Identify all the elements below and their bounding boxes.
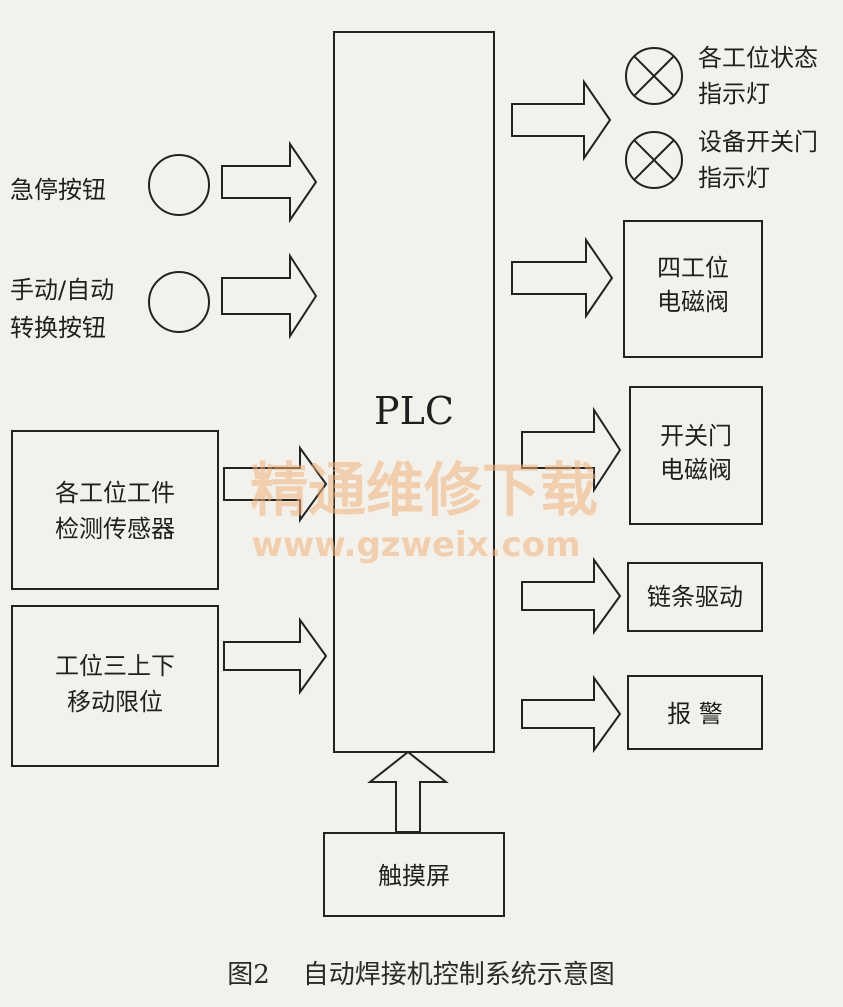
alarm-label: 报 警: [667, 700, 723, 728]
limit-label-line2: 移动限位: [67, 688, 163, 716]
plc-label: PLC: [374, 389, 454, 433]
station-lamp-label-line1: 各工位状态: [698, 44, 818, 72]
emergency-stop-button-symbol: [148, 154, 210, 216]
four-station-valve-arrow: [511, 236, 614, 320]
limit-label-line1: 工位三上下: [55, 652, 175, 680]
four-station-valve-label-line2: 电磁阀: [657, 288, 729, 316]
watermark-text: 精通维修下载: [250, 456, 598, 524]
chain-drive-label: 链条驱动: [647, 583, 743, 611]
sensor-box: [11, 430, 219, 590]
touch-screen-label: 触摸屏: [378, 862, 450, 890]
manual-auto-label-line2: 转换按钮: [10, 314, 106, 342]
alarm-box: [627, 675, 763, 750]
plc-block: [333, 31, 495, 753]
touch-screen-box: [323, 832, 505, 917]
manual-auto-button-symbol: [148, 271, 210, 333]
alarm-arrow: [521, 674, 622, 754]
four-station-valve-label-line1: 四工位: [657, 254, 729, 282]
door-lamp-label-line1: 设备开关门: [698, 128, 818, 156]
chain-drive-arrow: [521, 556, 622, 636]
door-valve-arrow: [521, 406, 622, 494]
lamps-arrow: [511, 78, 612, 162]
emergency-stop-arrow: [221, 140, 318, 224]
door-lamp-label-line2: 指示灯: [698, 164, 770, 192]
manual-auto-arrow: [221, 252, 318, 340]
watermark-url: www.gzweix.com: [251, 525, 580, 565]
sensor-arrow: [223, 444, 328, 524]
limit-box: [11, 605, 219, 767]
door-valve-label-line1: 开关门: [660, 422, 732, 450]
station-lamp-label-line2: 指示灯: [698, 80, 770, 108]
sensor-label-line2: 检测传感器: [55, 515, 175, 543]
door-valve-box: [629, 386, 763, 525]
emergency-stop-label: 急停按钮: [10, 176, 106, 204]
door-valve-label-line2: 电磁阀: [660, 456, 732, 484]
figure-caption: 图2 自动焊接机控制系统示意图: [227, 960, 615, 990]
sensor-label-line1: 各工位工件: [55, 479, 175, 507]
door-lamp-icon: [625, 131, 683, 189]
four-station-valve-box: [623, 220, 763, 358]
limit-arrow: [223, 616, 328, 696]
manual-auto-label-line1: 手动/自动: [10, 276, 114, 304]
chain-drive-box: [627, 562, 763, 632]
station-lamp-icon: [625, 47, 683, 105]
touch-screen-arrow: [367, 750, 449, 833]
